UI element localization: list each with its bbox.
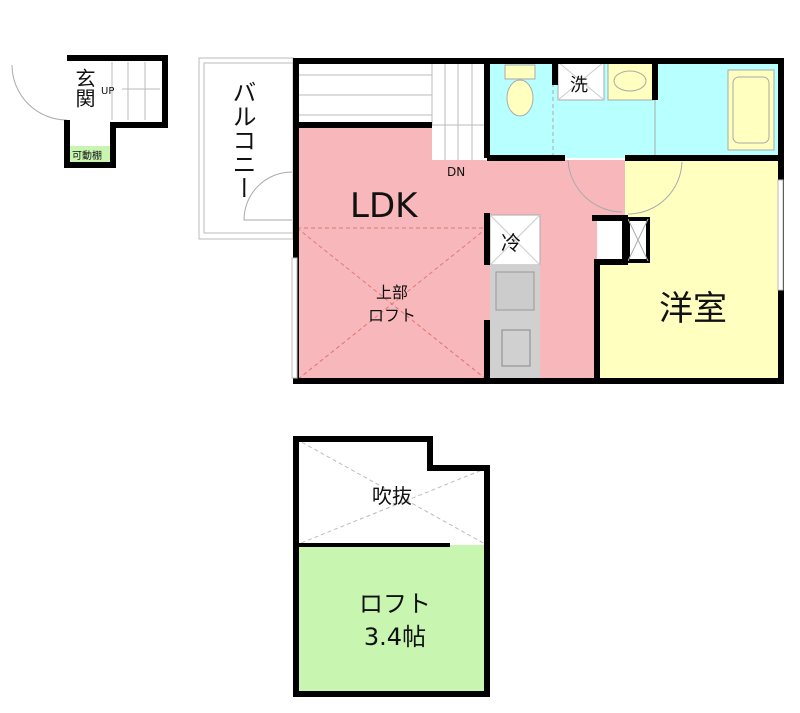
- ldk-door-swing: [567, 159, 623, 213]
- void-outline: [295, 438, 488, 546]
- window: [291, 257, 298, 379]
- balcony-door-swing: [243, 171, 293, 221]
- main-stairs: [296, 61, 487, 160]
- balcony: バルコニー: [198, 57, 294, 240]
- loft-label: ロフト: [359, 590, 431, 618]
- western-room-label: 洋室: [659, 289, 727, 329]
- window: [777, 179, 784, 291]
- dn-label: DN: [447, 165, 465, 179]
- entrance-stairs: [111, 62, 160, 120]
- entrance-wall: [64, 55, 168, 168]
- toilet-tank: [504, 64, 536, 80]
- void-label: 吹抜: [372, 484, 412, 508]
- shelf-label: 可動棚: [72, 149, 102, 162]
- loft-size: 3.4帖: [364, 623, 426, 651]
- loft-floor: 吹抜 ロフト 3.4帖: [293, 436, 490, 697]
- entrance-area: 玄関 UP 可動棚: [11, 55, 168, 168]
- upper-loft-label-2: ロフト: [368, 306, 416, 325]
- fridge-label: 冷: [501, 231, 521, 255]
- entrance-label: 玄関: [72, 68, 96, 108]
- room-door-swing: [627, 161, 683, 215]
- stove: [501, 329, 531, 367]
- upper-loft-outline: [296, 227, 488, 381]
- loft-area: [296, 545, 487, 694]
- western-room-area: [597, 160, 778, 380]
- toilet-bowl: [506, 79, 534, 117]
- washer-label: 洗: [570, 75, 588, 96]
- upper-loft-label-1: 上部: [376, 283, 408, 302]
- main-unit: LDK DN 上部 ロフト 冷 洗 洋室: [291, 58, 784, 384]
- ldk-area: [296, 125, 625, 380]
- movable-shelf: [70, 146, 110, 162]
- sink: [495, 271, 535, 311]
- ldk-label: LDK: [350, 186, 419, 226]
- balcony-label: バルコニー: [228, 80, 256, 200]
- up-label: UP: [101, 86, 114, 97]
- entrance-door-swing: [11, 64, 68, 121]
- bathtub: [727, 69, 775, 151]
